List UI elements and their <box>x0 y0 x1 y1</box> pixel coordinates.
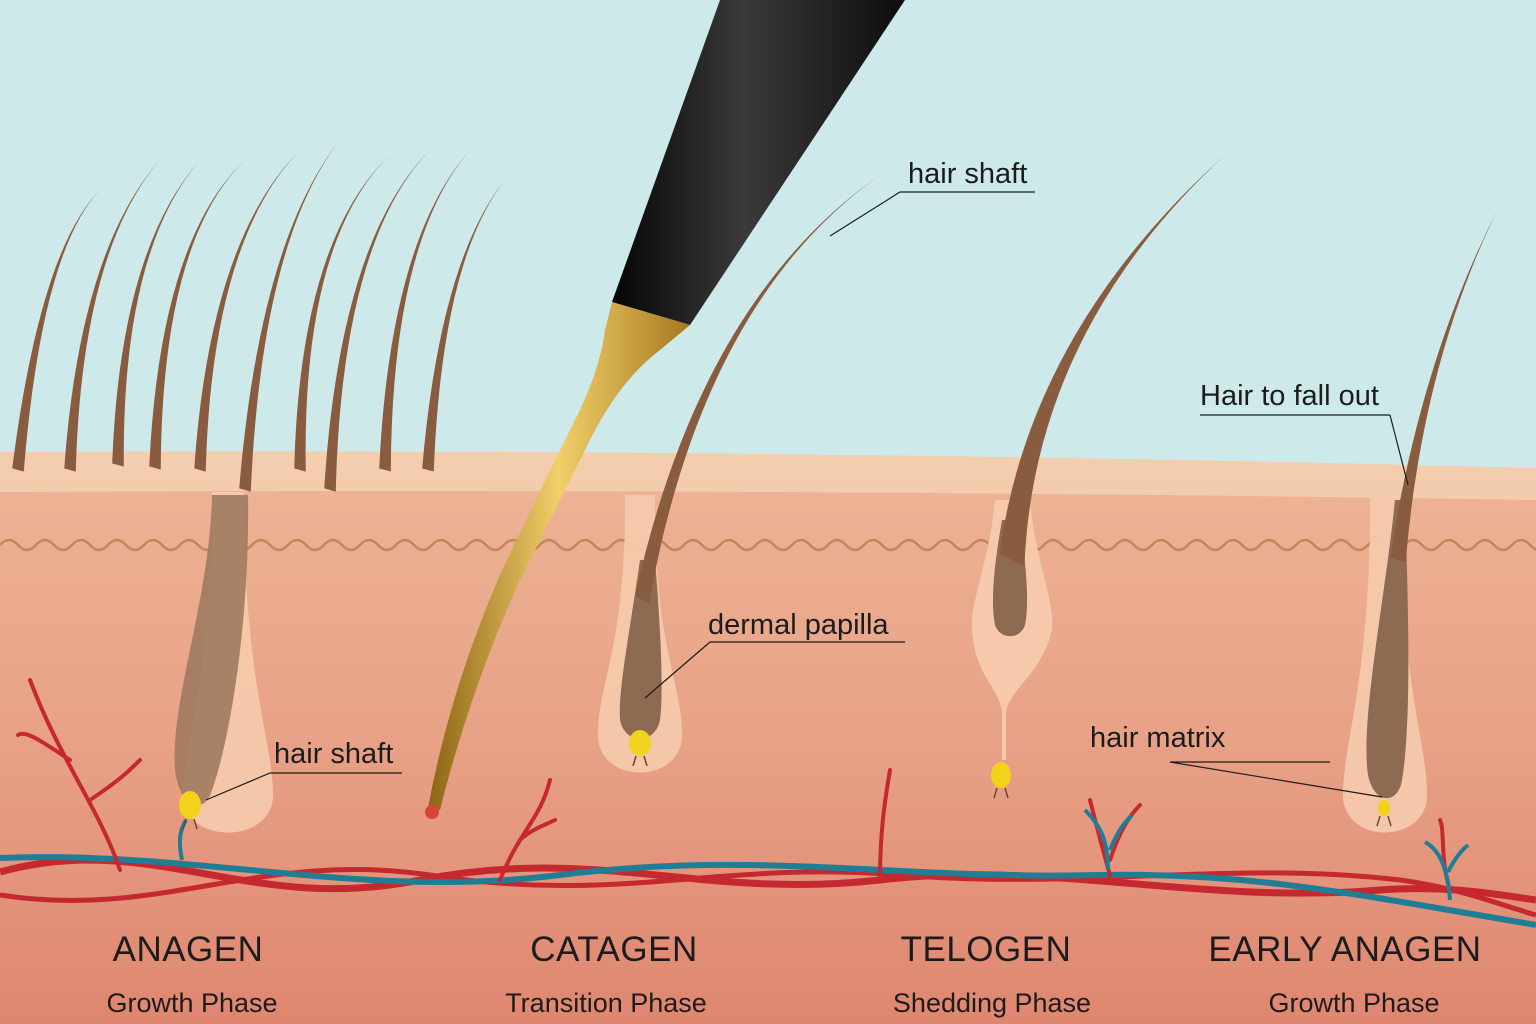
artery-main <box>0 856 1536 904</box>
dermal-papilla-icon <box>629 730 651 756</box>
hair-follicles <box>174 492 1427 833</box>
dermal-papilla-icon <box>991 762 1011 788</box>
vessel-branch <box>88 758 142 802</box>
anagen-hair-strand <box>324 150 430 492</box>
papilla-root-fibers <box>1376 815 1392 827</box>
catagen-hair-root <box>619 560 662 739</box>
early-anagen-hair-root <box>1366 500 1409 799</box>
vessel-branch <box>878 768 892 882</box>
dermal-papilla-icon <box>179 791 201 819</box>
blood-vessels <box>0 678 1536 928</box>
phase-title-anagen: ANAGEN <box>112 930 264 969</box>
hair-shaft-label-top: hair shaft <box>908 158 1028 190</box>
papilla-root-fibers <box>182 818 198 830</box>
vessel-branch <box>28 678 122 872</box>
anagen-hair-strand <box>112 160 200 467</box>
hair-to-fall-out-label: Hair to fall out <box>1200 380 1379 412</box>
vein-branch <box>1083 808 1134 871</box>
anagen-hair-strand <box>12 190 101 472</box>
papilla-root-fibers <box>993 787 1009 799</box>
dermal-papilla-label: dermal papilla <box>708 609 889 641</box>
dermal-epidermal-junction <box>0 538 1536 552</box>
phase-subtitle-early-anagen: Growth Phase <box>1268 988 1440 1018</box>
phase-title-catagen: CATAGEN <box>530 930 698 969</box>
anagen-hair-strand <box>294 155 390 472</box>
phase-subtitle-telogen: Shedding Phase <box>892 988 1092 1018</box>
hair-matrix-label: hair matrix <box>1090 722 1226 754</box>
anagen-hair-root <box>174 495 249 806</box>
label-leader-lines <box>205 191 1409 801</box>
hair-shaft-label-left: hair shaft <box>274 738 394 770</box>
papilla-root-fibers <box>632 755 648 767</box>
vein-main <box>0 854 1536 928</box>
anagen-hair-strand <box>64 160 160 472</box>
hair-strands <box>12 140 1500 604</box>
dermis-layer <box>0 491 1536 1024</box>
vessel-branch <box>16 731 72 762</box>
vessel-branch <box>498 778 552 882</box>
anagen-hair-strand <box>149 160 245 470</box>
vessel-branch <box>518 818 557 842</box>
anagen-hair-strand <box>239 140 340 492</box>
electrolysis-probe-icon <box>425 0 905 819</box>
early-anagen-hair-strand <box>1390 205 1500 563</box>
phase-title-telogen: TELOGEN <box>900 930 1072 969</box>
telogen-hair-strand <box>999 155 1225 567</box>
anagen-hair-strand <box>422 180 505 472</box>
artery-secondary <box>0 867 1536 918</box>
phase-subtitle-catagen: Transition Phase <box>505 988 707 1018</box>
phase-subtitle-anagen: Growth Phase <box>106 988 278 1018</box>
phase-title-early-anagen: EARLY ANAGEN <box>1208 930 1482 969</box>
dermal-papilla-icon <box>1378 800 1390 816</box>
anagen-hair-strand <box>379 150 470 472</box>
vein-branch <box>1423 840 1470 901</box>
anagen-hair-strand <box>194 150 300 472</box>
